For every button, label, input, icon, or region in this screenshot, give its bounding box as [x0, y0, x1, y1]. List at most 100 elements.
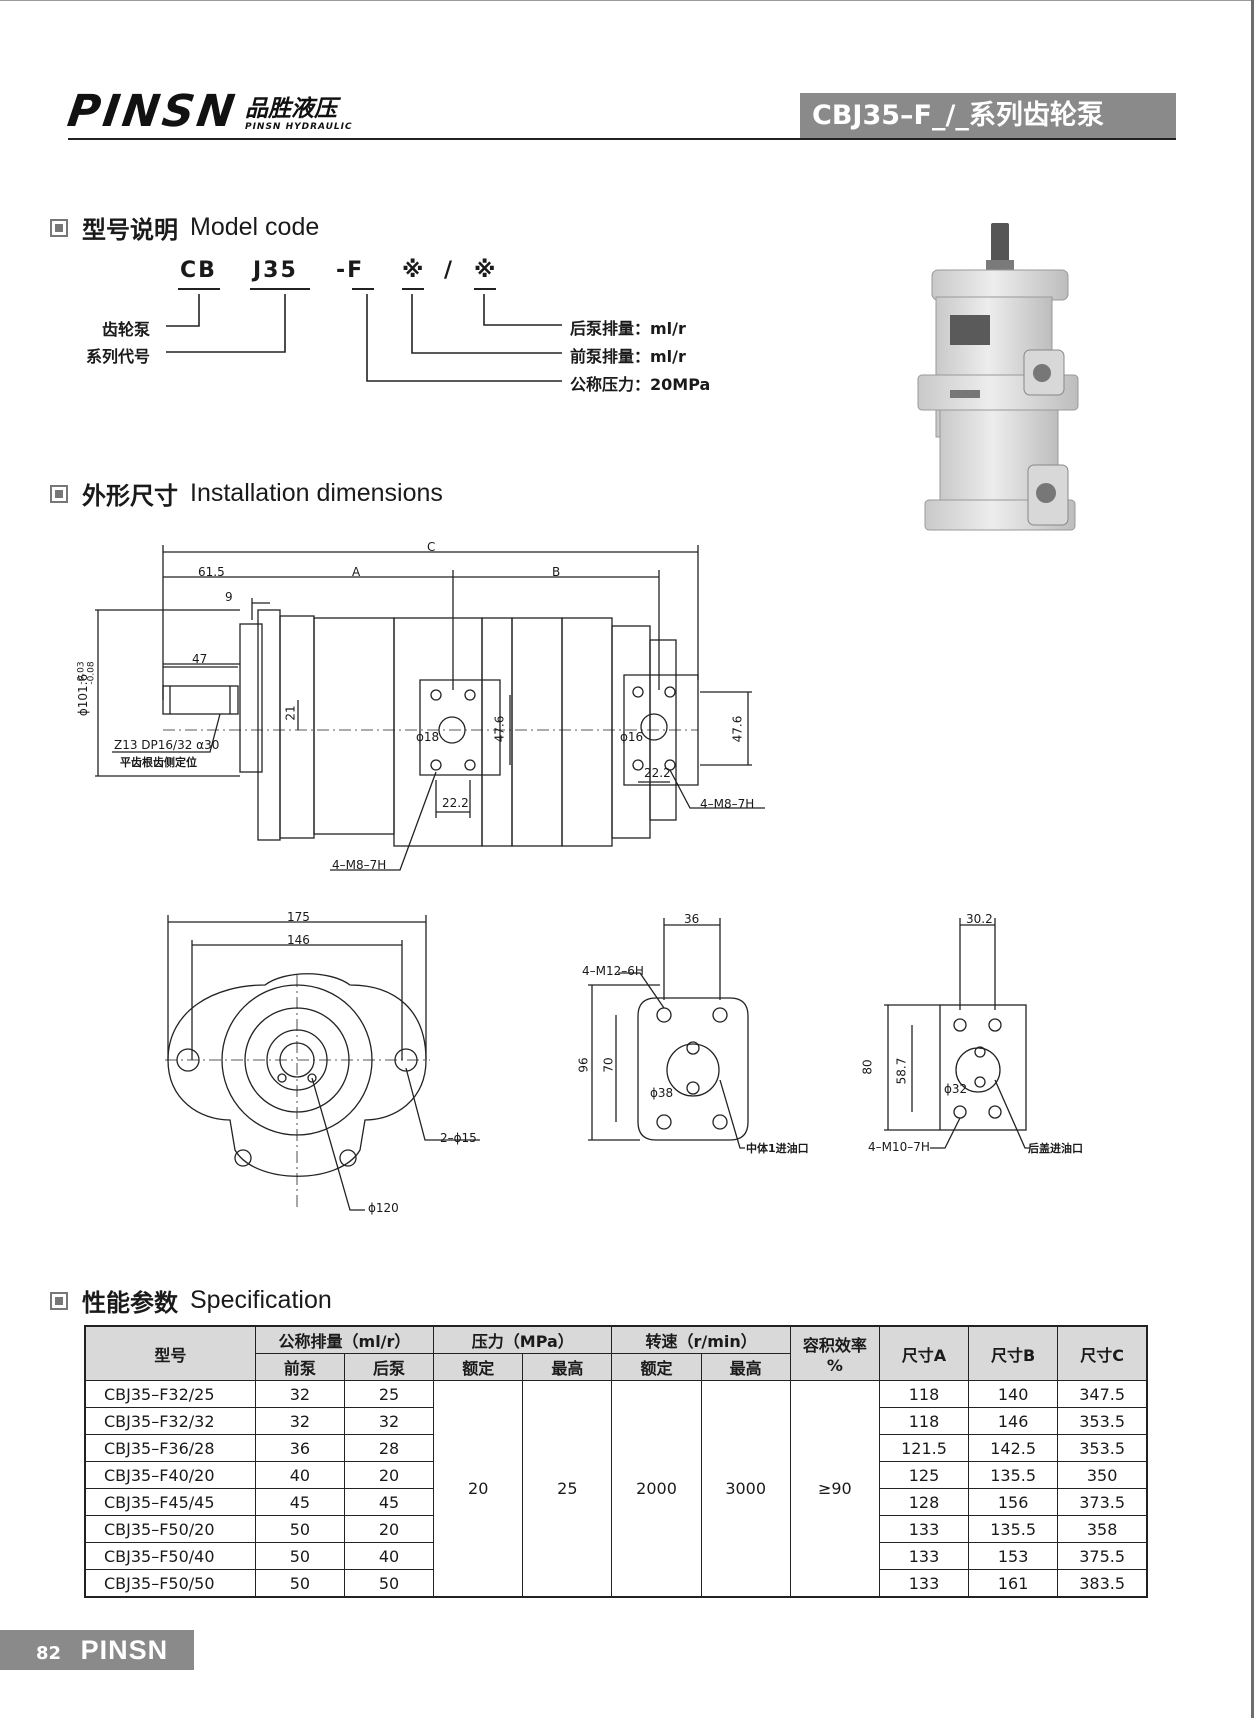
- dim-146: 146: [287, 933, 310, 947]
- cell-size-a: 118: [878, 1380, 970, 1408]
- cell-front: 40: [254, 1461, 345, 1489]
- cell-size-a: 133: [878, 1515, 970, 1543]
- dim-m8-a: 4–M8–7H: [332, 858, 387, 872]
- dim-21: 21: [283, 705, 298, 721]
- code-part-rear: ※: [474, 258, 498, 283]
- cell-size-a: 133: [878, 1542, 970, 1570]
- code-part-f: -F: [336, 258, 365, 283]
- header-size-b: 尺寸B: [968, 1325, 1059, 1381]
- cell-front: 50: [254, 1515, 345, 1543]
- header-front: 前泵: [254, 1353, 345, 1381]
- pump-photo: [917, 223, 1079, 531]
- cell-size-a: 121.5: [878, 1434, 970, 1462]
- spline-note: 平齿根齿侧定位: [120, 756, 197, 769]
- header-size-c: 尺寸C: [1057, 1325, 1148, 1381]
- cell-rear: 40: [343, 1542, 435, 1570]
- cell-size-c: 373.5: [1057, 1488, 1148, 1516]
- table-row: CBJ35–F50/40 50 40 133 153 375.5: [84, 1542, 1148, 1570]
- cell-size-b: 142.5: [968, 1434, 1059, 1462]
- footer-brand: PINSN: [80, 1635, 169, 1665]
- code-underline: [402, 288, 424, 290]
- cell-rear: 25: [343, 1380, 435, 1408]
- spec-table: 型号 公称排量（ml/r） 压力（MPa） 转速（r/min） 容积效率% 尺寸…: [84, 1325, 1148, 1598]
- header-pressure-max: 最高: [522, 1353, 613, 1381]
- cell-rear: 20: [343, 1515, 435, 1543]
- section-specification: 性能参数 Specification: [50, 1283, 332, 1318]
- dim-47: 47: [192, 652, 208, 666]
- cell-rear: 45: [343, 1488, 435, 1516]
- cell-size-a: 128: [878, 1488, 970, 1516]
- cell-model: CBJ35–F40/20: [84, 1461, 256, 1489]
- header-size-a: 尺寸A: [878, 1325, 970, 1381]
- dim-9: 9: [225, 590, 233, 604]
- dim-47-6a: 47.6: [492, 715, 507, 743]
- cell-rear: 28: [343, 1434, 435, 1462]
- cell-size-b: 135.5: [968, 1461, 1059, 1489]
- dim-b: B: [552, 565, 561, 579]
- series-title: CBJ35–F_/_系列齿轮泵: [800, 93, 1176, 139]
- cell-model: CBJ35–F50/20: [84, 1515, 256, 1543]
- code-underline: [474, 288, 496, 290]
- code-underline: [178, 288, 220, 290]
- code-part-slash: /: [444, 258, 455, 283]
- dim-22-2b: 22.2: [644, 766, 671, 780]
- brand-en: PINSN HYDRAULIC: [244, 122, 353, 132]
- header-pressure-rated: 额定: [433, 1353, 524, 1381]
- label-pressure: 公称压力：20MPa: [570, 375, 711, 394]
- cell-size-c: 353.5: [1057, 1434, 1148, 1462]
- dim-80: 80: [860, 1059, 875, 1075]
- cell-pressure-rated: 20: [433, 1380, 524, 1598]
- cell-pressure-max: 25: [522, 1380, 613, 1598]
- cell-size-b: 161: [968, 1569, 1059, 1598]
- dim-2-phi15: 2–ϕ15: [440, 1131, 477, 1145]
- cell-front: 32: [254, 1407, 345, 1435]
- section-title-cn: 型号说明: [82, 216, 178, 244]
- header-speed-max: 最高: [700, 1353, 791, 1381]
- cell-size-c: 358: [1057, 1515, 1148, 1543]
- cell-front: 32: [254, 1380, 345, 1408]
- cell-front: 45: [254, 1488, 345, 1516]
- dim-m12: 4–M12–6H: [582, 964, 644, 978]
- section-title-en: Model code: [190, 213, 320, 241]
- cell-efficiency: ≥90: [789, 1380, 880, 1598]
- cell-model: CBJ35–F36/28: [84, 1434, 256, 1462]
- cell-size-b: 135.5: [968, 1515, 1059, 1543]
- cell-size-b: 146: [968, 1407, 1059, 1435]
- dim-47-6b: 47.6: [730, 715, 745, 743]
- header-speed: 转速（r/min）: [611, 1325, 791, 1354]
- section-title-en: Installation dimensions: [190, 479, 443, 507]
- table-row: CBJ35–F45/45 45 45 128 156 373.5: [84, 1488, 1148, 1516]
- spline-spec: Z13 DP16/32 α30: [114, 738, 220, 752]
- brand-cn: 品胜液压: [244, 96, 337, 122]
- header-model: 型号: [84, 1325, 256, 1381]
- inlet-1-label: 中体1进油口: [746, 1142, 809, 1155]
- cell-front: 50: [254, 1542, 345, 1570]
- table-row: CBJ35–F50/50 50 50 133 161 383.5: [84, 1569, 1148, 1598]
- table-row: CBJ35–F36/28 36 28 121.5 142.5 353.5: [84, 1434, 1148, 1462]
- cell-model: CBJ35–F50/50: [84, 1569, 256, 1598]
- cell-size-a: 118: [878, 1407, 970, 1435]
- header-efficiency-unit: %: [826, 1356, 843, 1375]
- cell-model: CBJ35–F32/25: [84, 1380, 256, 1408]
- header-efficiency-label: 容积效率: [802, 1336, 867, 1355]
- section-bullet-icon: [50, 1291, 68, 1310]
- header-rear: 后泵: [343, 1353, 435, 1381]
- code-underline: [352, 288, 374, 290]
- cell-speed-rated: 2000: [611, 1380, 702, 1598]
- dim-phi38: ϕ38: [650, 1086, 674, 1100]
- cell-size-a: 133: [878, 1569, 970, 1598]
- cell-size-c: 350: [1057, 1461, 1148, 1489]
- dim-22-2a: 22.2: [442, 796, 469, 810]
- section-title-cn: 性能参数: [82, 1289, 178, 1317]
- cell-size-c: 383.5: [1057, 1569, 1148, 1598]
- label-front-pump: 前泵排量：ml/r: [570, 347, 686, 366]
- dim-30-2: 30.2: [966, 912, 993, 926]
- dim-61-5: 61.5: [198, 565, 225, 579]
- header-pressure: 压力（MPa）: [433, 1325, 613, 1354]
- cell-size-b: 153: [968, 1542, 1059, 1570]
- dim-phi18: ϕ18: [416, 730, 440, 744]
- label-rear-pump: 后泵排量：ml/r: [570, 319, 686, 338]
- header-efficiency: 容积效率%: [789, 1325, 880, 1381]
- section-title-cn: 外形尺寸: [82, 482, 178, 510]
- table-row: CBJ35–F32/32 32 32 118 146 353.5: [84, 1407, 1148, 1435]
